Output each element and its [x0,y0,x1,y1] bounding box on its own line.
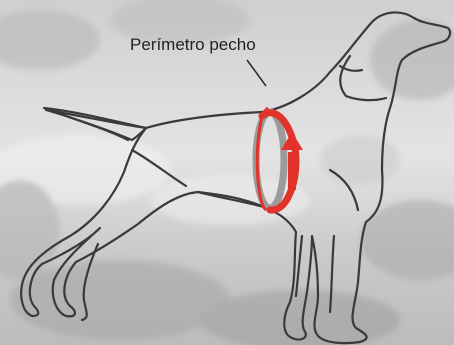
chest-perimeter-label: Perímetro pecho [130,35,256,55]
